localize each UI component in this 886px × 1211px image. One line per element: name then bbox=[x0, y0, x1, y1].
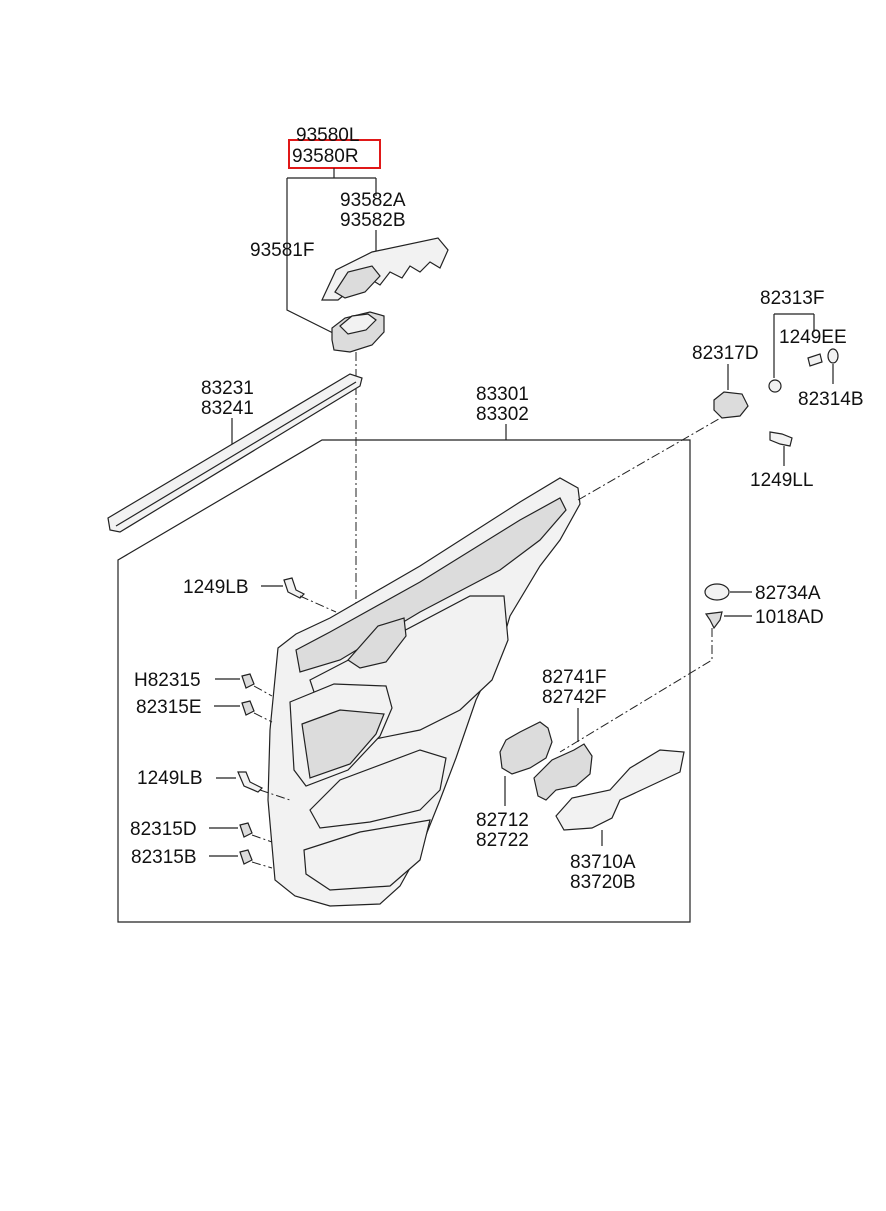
centre-line-1249LB-top bbox=[299, 595, 337, 613]
clip-82315B-part bbox=[239, 849, 253, 865]
washer-82314B-part bbox=[827, 348, 839, 364]
centre-line-H82315 bbox=[253, 685, 273, 697]
label-93580L[interactable]: 93580L bbox=[296, 125, 359, 146]
label-82314B[interactable]: 82314B bbox=[798, 389, 864, 410]
label-82313F[interactable]: 82313F bbox=[760, 288, 824, 309]
label-83720B[interactable]: 83720B bbox=[570, 872, 636, 893]
clip-82315D-part bbox=[239, 822, 253, 838]
label-93582A[interactable]: 93582A bbox=[340, 190, 406, 211]
label-82315E[interactable]: 82315E bbox=[136, 697, 202, 718]
centre-line-82317D bbox=[577, 415, 725, 501]
label-93582B[interactable]: 93582B bbox=[340, 210, 406, 231]
leader-93580 bbox=[286, 168, 377, 335]
leader-82313F bbox=[773, 313, 815, 378]
screw-1249EE-part bbox=[807, 353, 823, 367]
label-1249LB-mid[interactable]: 1249LB bbox=[137, 768, 203, 789]
armrest-83710A-part bbox=[555, 749, 685, 831]
door-trim-assembly-frame bbox=[117, 439, 691, 923]
label-1249LL[interactable]: 1249LL bbox=[750, 470, 813, 491]
label-82734A[interactable]: 82734A bbox=[755, 583, 821, 604]
clip-bracket-82317D-part bbox=[713, 391, 749, 419]
handle-bezel-82741F-part bbox=[533, 743, 593, 801]
label-82722[interactable]: 82722 bbox=[476, 830, 529, 851]
label-83231[interactable]: 83231 bbox=[201, 378, 254, 399]
centre-line-82315B bbox=[251, 861, 273, 869]
bolt-1249LB-top-part bbox=[283, 577, 306, 599]
switch-bezel-opening bbox=[334, 265, 381, 299]
label-93581F[interactable]: 93581F bbox=[250, 240, 314, 261]
label-82741F[interactable]: 82741F bbox=[542, 667, 606, 688]
door-pocket-lower bbox=[309, 749, 447, 829]
label-83301[interactable]: 83301 bbox=[476, 384, 529, 405]
label-82315D[interactable]: 82315D bbox=[130, 819, 197, 840]
door-trim-bottom-pocket bbox=[303, 819, 431, 891]
centre-line-1249LB-mid bbox=[259, 789, 291, 801]
label-1018AD[interactable]: 1018AD bbox=[755, 607, 824, 628]
weatherstrip-edge bbox=[115, 381, 357, 527]
label-93580R[interactable]: 93580R bbox=[292, 146, 359, 167]
nut-82314B-part bbox=[768, 379, 782, 393]
clip-1018AD-part bbox=[704, 611, 723, 630]
clip-82315E-part bbox=[241, 700, 255, 716]
label-82712[interactable]: 82712 bbox=[476, 810, 529, 831]
bolt-1249LL-part bbox=[769, 431, 793, 447]
label-H82315[interactable]: H82315 bbox=[134, 670, 201, 691]
switch-bezel-recess-inner bbox=[301, 709, 385, 779]
label-82742F[interactable]: 82742F bbox=[542, 687, 606, 708]
bolt-1249LB-mid-part bbox=[237, 771, 264, 793]
label-1249EE[interactable]: 1249EE bbox=[779, 327, 847, 348]
centre-line-82315E bbox=[253, 712, 273, 723]
inner-handle-pocket bbox=[347, 617, 407, 669]
cap-82734A-part bbox=[704, 583, 730, 601]
label-1249LB-top[interactable]: 1249LB bbox=[183, 577, 249, 598]
handle-82712-part bbox=[499, 721, 553, 775]
label-82317D[interactable]: 82317D bbox=[692, 343, 759, 364]
centre-line-82315D bbox=[251, 834, 273, 843]
window-switch-top bbox=[339, 313, 377, 335]
label-83710A[interactable]: 83710A bbox=[570, 852, 636, 873]
label-83241[interactable]: 83241 bbox=[201, 398, 254, 419]
clip-H82315-part bbox=[241, 673, 255, 689]
label-82315B[interactable]: 82315B bbox=[131, 847, 197, 868]
label-83302[interactable]: 83302 bbox=[476, 404, 529, 425]
door-trim-upper-band bbox=[295, 497, 567, 673]
